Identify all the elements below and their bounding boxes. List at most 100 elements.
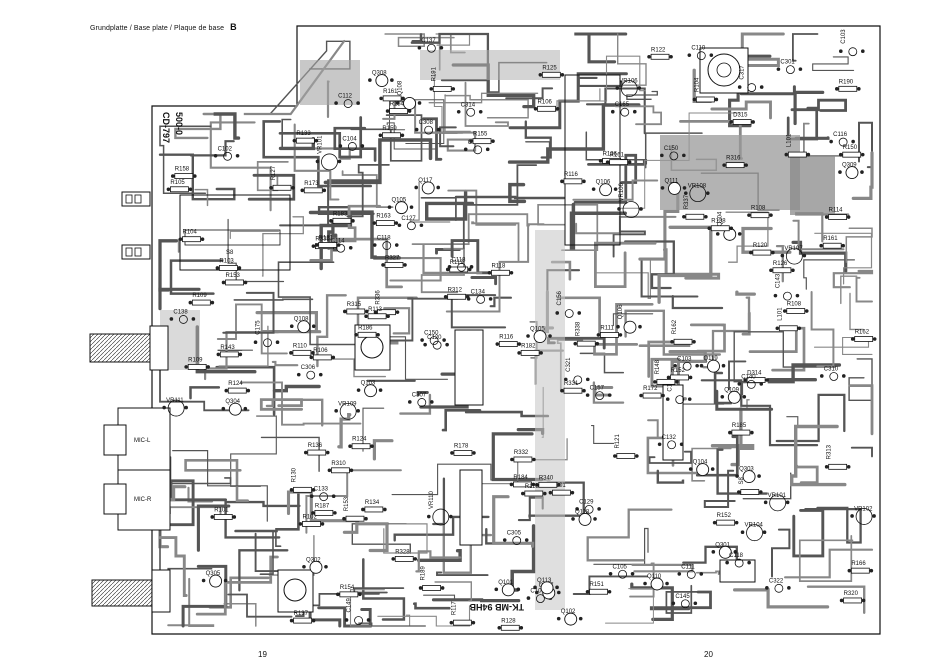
component-q104: Q104 xyxy=(688,460,715,477)
component-label: Q113 xyxy=(537,578,552,584)
component-label: R103 xyxy=(219,258,234,264)
component-r152: R152 xyxy=(712,513,739,526)
component-label: Q111 xyxy=(665,178,679,184)
component-label: Q109 xyxy=(724,387,739,393)
copper-trace xyxy=(431,598,521,603)
component-label: C112 xyxy=(338,94,353,100)
component-label: R331 xyxy=(564,381,579,387)
copper-trace xyxy=(383,523,428,554)
component-c140: C140 xyxy=(737,374,764,389)
component-vr107: VR107 xyxy=(780,246,807,265)
component-label: R151 xyxy=(590,582,605,588)
component-r161: R161 xyxy=(819,236,845,249)
component-label: R110 xyxy=(293,343,308,349)
component-r137: R137 xyxy=(289,611,316,624)
component-r106: R106 xyxy=(309,348,336,361)
copper-trace xyxy=(775,393,846,443)
copper-trace xyxy=(648,450,692,464)
copper-trace xyxy=(586,508,673,562)
copper-trace xyxy=(630,582,674,621)
component-vr109: VR109 xyxy=(334,401,360,420)
component-r153: R153 xyxy=(221,273,248,286)
component-q111: Q111 xyxy=(660,178,687,195)
copper-trace xyxy=(260,436,320,472)
component-r121: R121 xyxy=(613,434,639,459)
component-c310: C310 xyxy=(819,366,846,381)
copper-trace xyxy=(525,141,560,151)
copper-trace xyxy=(159,125,212,194)
component-label: Q108 xyxy=(398,80,404,95)
component-label: C137 xyxy=(421,38,436,44)
copper-trace xyxy=(447,189,517,226)
component-r128: R128 xyxy=(497,618,524,631)
component-label: L101 xyxy=(777,307,783,321)
component-label: R136 xyxy=(308,443,323,449)
component-label: R161 xyxy=(610,153,625,159)
component-label: C157 xyxy=(590,386,605,392)
component-label: Q302 xyxy=(306,557,321,563)
component-label: C133 xyxy=(314,487,329,493)
component-r118: R118 xyxy=(487,263,514,276)
component-label: C306 xyxy=(301,365,316,371)
component-r130: R130 xyxy=(289,467,316,493)
copper-trace xyxy=(851,151,874,200)
copper-trace xyxy=(464,410,550,418)
component-q108: Q108 xyxy=(289,317,316,334)
copper-trace xyxy=(771,528,791,578)
copper-trace xyxy=(725,211,769,263)
page-number-left: 19 xyxy=(258,650,267,659)
component-q109: Q109 xyxy=(720,387,747,404)
component-label: C143 xyxy=(775,273,781,288)
copper-trace xyxy=(341,170,394,208)
component-r183: R183 xyxy=(329,211,355,224)
component-q101: Q101 xyxy=(494,580,521,597)
copper-trace xyxy=(792,219,845,251)
copper-trace xyxy=(593,386,614,397)
copper-trace xyxy=(703,469,736,508)
copper-trace xyxy=(362,558,406,621)
component-label: R166 xyxy=(851,561,866,567)
component-label: C103 xyxy=(677,356,692,362)
copper-trace xyxy=(333,126,377,162)
component-r102: R102 xyxy=(298,514,325,527)
copper-trace xyxy=(790,424,847,487)
copper-trace xyxy=(189,140,235,157)
component-label: R124 xyxy=(352,437,367,443)
component-r191: R191 xyxy=(429,66,456,92)
copper-trace xyxy=(624,309,721,356)
component-label: VR110 xyxy=(429,490,435,509)
component-label: Q106 xyxy=(596,180,611,186)
component-c301: C301 xyxy=(776,60,803,75)
copper-trace xyxy=(450,294,507,329)
copper-trace xyxy=(717,407,743,449)
component-r116: R116 xyxy=(495,335,522,347)
edge-connectors xyxy=(121,191,151,260)
component-r189: R189 xyxy=(418,565,445,591)
copper-trace xyxy=(271,360,299,367)
copper-trace xyxy=(574,32,628,64)
component-q304: Q304 xyxy=(221,399,248,416)
component-label: C118 xyxy=(377,236,392,242)
component-label: R152 xyxy=(717,513,732,519)
component-s8: S8 xyxy=(736,476,763,495)
component-label: Q101 xyxy=(498,580,513,586)
copper-trace xyxy=(196,504,231,552)
component-c317: C317 xyxy=(737,65,764,92)
component-label: R316 xyxy=(726,156,741,162)
copper-trace xyxy=(337,413,352,449)
component-vr104: VR104 xyxy=(740,523,767,542)
component-label: C134 xyxy=(471,289,486,295)
copper-trace xyxy=(377,605,471,627)
copper-trace xyxy=(855,276,873,303)
copper-trace xyxy=(792,33,819,62)
component-r161: R161 xyxy=(605,153,632,166)
component-label: C110 xyxy=(691,46,706,52)
copper-trace xyxy=(261,216,304,277)
component-c110: C110 xyxy=(687,46,714,61)
mic-jack-right: MIC-R xyxy=(103,469,171,531)
header-title: Grundplatte / Base plate / Plaque de bas… xyxy=(90,25,225,32)
component-label: R137 xyxy=(294,611,309,617)
copper-trace xyxy=(259,530,282,575)
component-r185: R185 xyxy=(728,423,754,436)
